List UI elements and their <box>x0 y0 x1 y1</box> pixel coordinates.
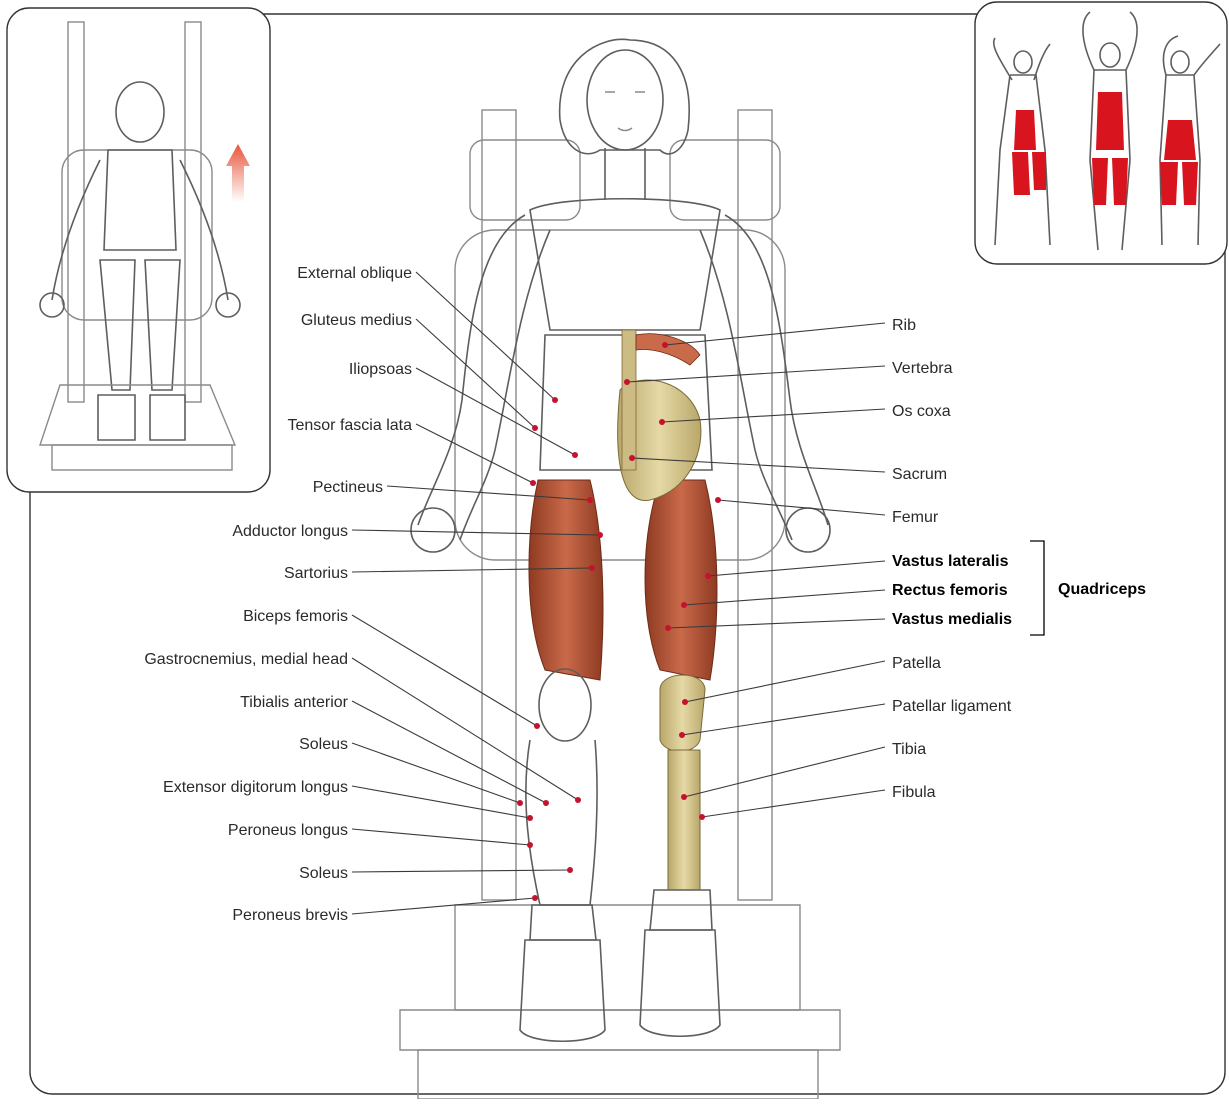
label-iliopsoas: Iliopsoas <box>349 361 412 378</box>
label-pectineus: Pectineus <box>313 479 383 496</box>
dot-tensor-fascia-lata <box>530 480 536 486</box>
label-vertebra: Vertebra <box>892 360 953 377</box>
label-tibia: Tibia <box>892 741 926 758</box>
dot-extensor-digitorum-longus <box>527 815 533 821</box>
dot-soleus-lower <box>567 867 573 873</box>
label-biceps-femoris: Biceps femoris <box>243 608 348 625</box>
dot-patella <box>682 699 688 705</box>
dot-os-coxa <box>659 419 665 425</box>
label-peroneus-brevis: Peroneus brevis <box>232 907 348 924</box>
dot-vastus-medialis <box>665 625 671 631</box>
dot-iliopsoas <box>572 452 578 458</box>
dot-gluteus-medius <box>532 425 538 431</box>
dot-rib <box>662 342 668 348</box>
dot-sacrum <box>629 455 635 461</box>
label-femur: Femur <box>892 509 939 526</box>
label-vastus-lateralis: Vastus lateralis <box>892 553 1009 570</box>
dot-vastus-lateralis <box>705 573 711 579</box>
label-peroneus-longus: Peroneus longus <box>228 822 348 839</box>
label-quadriceps: Quadriceps <box>1058 581 1146 598</box>
muscle-map-inset <box>975 2 1227 264</box>
dot-femur <box>715 497 721 503</box>
dot-patellar-ligament <box>679 732 685 738</box>
dot-soleus-upper <box>517 800 523 806</box>
label-sartorius: Sartorius <box>284 565 348 582</box>
dot-peroneus-longus <box>527 842 533 848</box>
dot-adductor-longus <box>597 532 603 538</box>
label-rib: Rib <box>892 317 916 334</box>
dot-fibula <box>699 814 705 820</box>
label-tensor-fascia-lata: Tensor fascia lata <box>287 417 412 434</box>
dot-sartorius <box>589 565 595 571</box>
label-os-coxa: Os coxa <box>892 403 951 420</box>
label-external-oblique: External oblique <box>297 265 412 282</box>
label-patella: Patella <box>892 655 941 672</box>
label-tibialis-anterior: Tibialis anterior <box>240 694 349 711</box>
dot-external-oblique <box>552 397 558 403</box>
dot-peroneus-brevis <box>532 895 538 901</box>
dot-tibia <box>681 794 687 800</box>
label-fibula: Fibula <box>892 784 936 801</box>
label-soleus-lower: Soleus <box>299 865 348 882</box>
dot-pectineus <box>587 497 593 503</box>
dot-tibialis-anterior <box>543 800 549 806</box>
starting-position-inset <box>7 8 270 492</box>
label-gluteus-medius: Gluteus medius <box>301 312 412 329</box>
dot-rectus-femoris <box>681 602 687 608</box>
label-vastus-medialis: Vastus medialis <box>892 611 1012 628</box>
label-adductor-longus: Adductor longus <box>232 523 348 540</box>
label-sacrum: Sacrum <box>892 466 947 483</box>
label-rectus-femoris: Rectus femoris <box>892 582 1008 599</box>
label-soleus-upper: Soleus <box>299 736 348 753</box>
label-patellar-ligament: Patellar ligament <box>892 698 1012 715</box>
label-extensor-digitorum-longus: Extensor digitorum longus <box>163 779 348 796</box>
dot-biceps-femoris <box>534 723 540 729</box>
dot-gastrocnemius-medial-head <box>575 797 581 803</box>
dot-vertebra <box>624 379 630 385</box>
label-gastrocnemius-medial-head: Gastrocnemius, medial head <box>144 651 348 668</box>
